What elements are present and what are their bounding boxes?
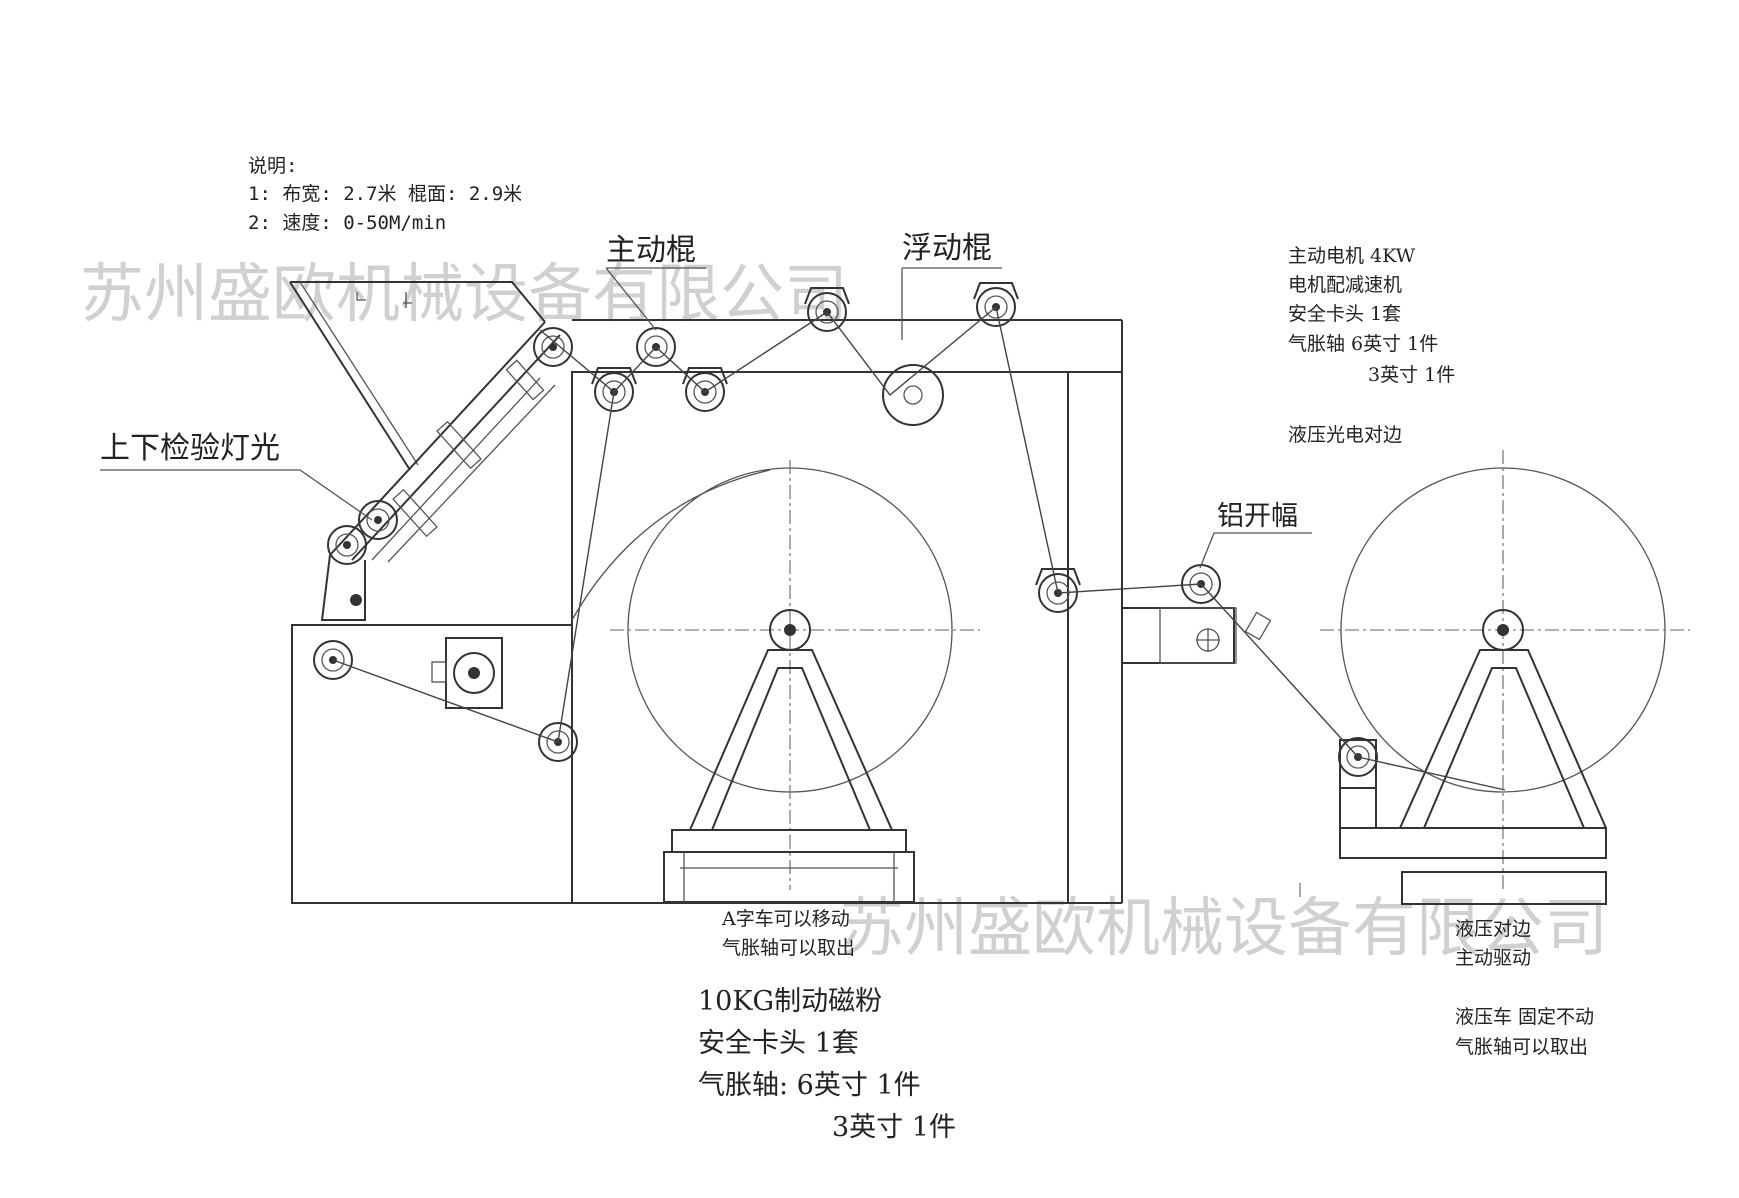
label-float-roller: 浮动棍 — [902, 231, 992, 266]
center-note-line2: 气胀轴可以取出 — [722, 937, 855, 959]
label-aluminum-spreader: 铝开幅 — [1217, 501, 1298, 532]
right-spec-line2: 电机配减速机 — [1288, 274, 1402, 296]
center-spec-line4: 3英寸 1件 — [832, 1112, 956, 1143]
center-specs: 10KG制动磁粉 安全卡头 1套 气胀轴: 6英寸 1件 3英寸 1件 — [698, 986, 956, 1143]
label-inspection-light: 上下检验灯光 — [100, 431, 280, 466]
right-bottom-notes: 液压对边 主动驱动 液压车 固定不动 气胀轴可以取出 — [1455, 918, 1594, 1058]
right-spec-line6: 液压光电对边 — [1288, 424, 1402, 446]
right-bottom-line3: 液压车 固定不动 — [1455, 1006, 1594, 1028]
center-note-line1: A字车可以移动 — [721, 908, 850, 930]
inspection-frame — [289, 281, 578, 762]
leader-lines — [100, 267, 1312, 569]
motor-icon — [431, 637, 503, 709]
center-spec-line1: 10KG制动磁粉 — [698, 986, 882, 1017]
float-roller-icon — [882, 364, 944, 426]
right-specs: 主动电机 4KW 电机配减速机 安全卡头 1套 气胀轴 6英寸 1件 3英寸 1… — [1288, 245, 1455, 446]
center-notes: A字车可以移动 气胀轴可以取出 — [721, 908, 855, 959]
label-drive-roller: 主动棍 — [606, 233, 696, 268]
right-spec-line5: 3英寸 1件 — [1368, 364, 1455, 386]
right-spec-line3: 安全卡头 1套 — [1288, 303, 1401, 325]
notes-line1: 1: 布宽: 2.7米 棍面: 2.9米 — [248, 183, 522, 205]
center-spec-line3: 气胀轴: 6英寸 1件 — [698, 1070, 921, 1101]
notes-header: 说明: — [248, 155, 297, 177]
notes-line2: 2: 速度: 0-50M/min — [248, 212, 446, 234]
right-bottom-line2: 主动驱动 — [1455, 947, 1531, 969]
fabric-path — [332, 305, 1506, 791]
right-spec-line1: 主动电机 4KW — [1288, 245, 1416, 267]
right-spec-line4: 气胀轴 6英寸 1件 — [1288, 333, 1438, 355]
right-bottom-line1: 液压对边 — [1455, 918, 1531, 940]
center-spec-line2: 安全卡头 1套 — [698, 1028, 859, 1059]
rewind-roll — [1320, 450, 1690, 905]
unwind-roll — [610, 460, 980, 903]
notes-block: 说明: 1: 布宽: 2.7米 棍面: 2.9米 2: 速度: 0-50M/mi… — [248, 155, 522, 234]
right-bottom-line4: 气胀轴可以取出 — [1455, 1036, 1588, 1058]
top-rollers — [591, 282, 1378, 789]
